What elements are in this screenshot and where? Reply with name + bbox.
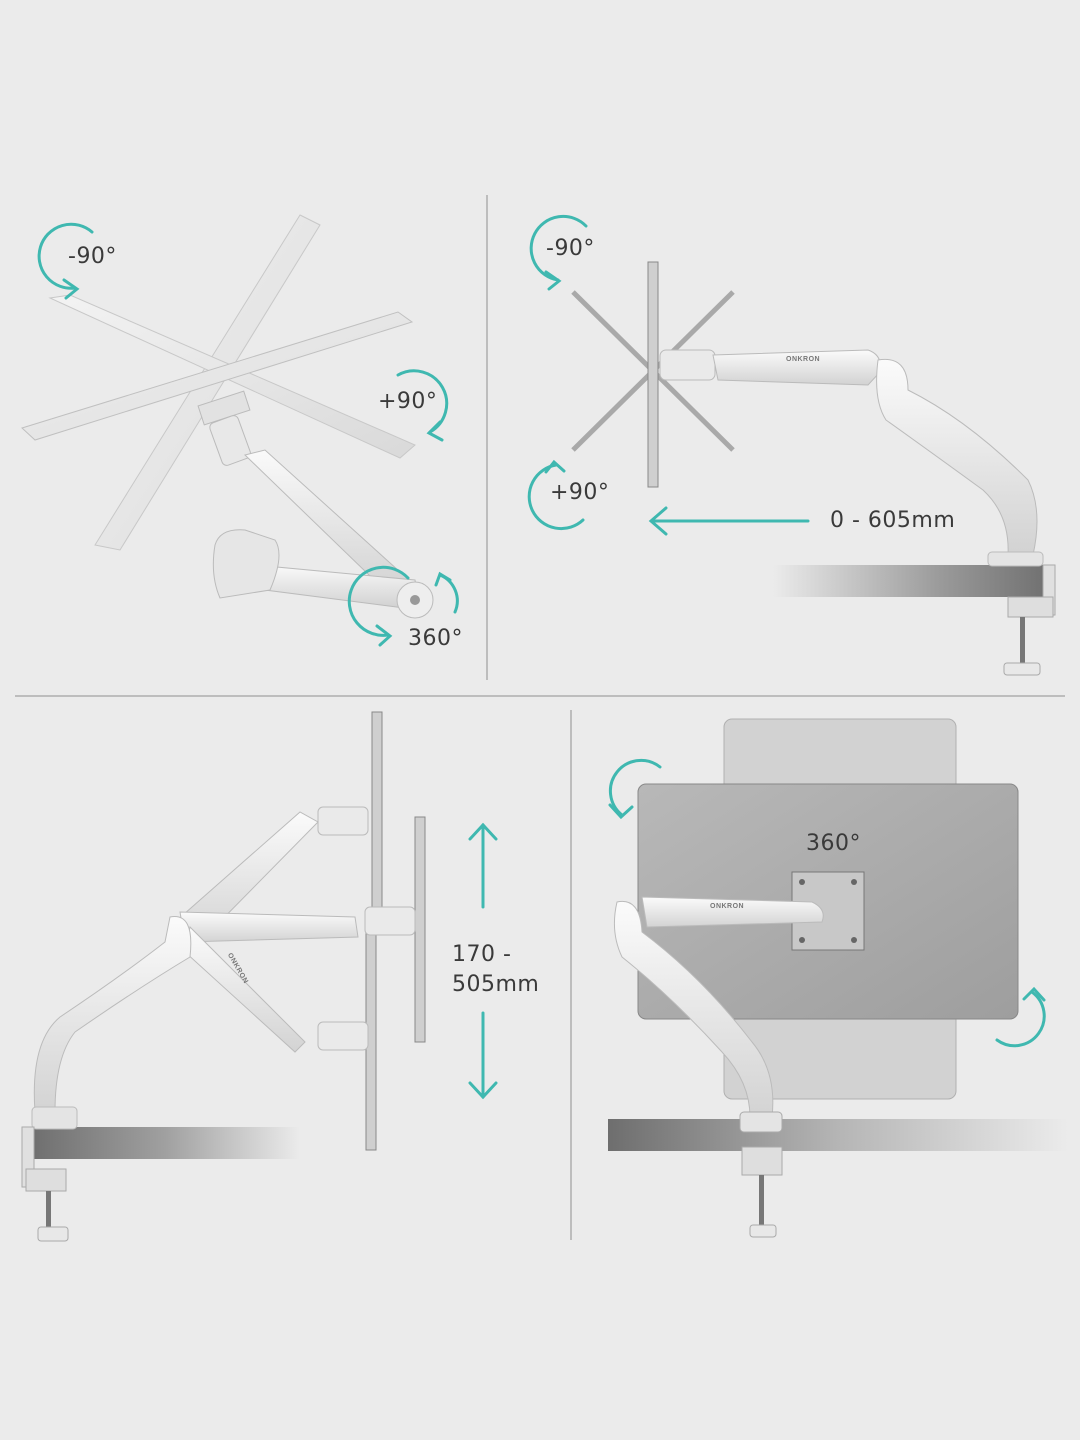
desk <box>30 1127 300 1159</box>
desk <box>773 565 1053 597</box>
extension-minus-label: -90° <box>546 236 595 261</box>
height-label-line2: 505mm <box>452 972 540 997</box>
reach-label: 0 - 605mm <box>830 508 956 533</box>
brand-logo: ONKRON <box>786 356 821 363</box>
panel-extension: ONKRON -90° +90° 0 - 605mm <box>488 0 1080 695</box>
height-illustration <box>21 711 498 1242</box>
arrow-plus90-icon <box>527 463 585 531</box>
divider-horizontal <box>15 695 1065 697</box>
swivel-label: 360° <box>408 626 463 651</box>
rotate-arrow-top-icon <box>608 758 662 817</box>
brand-logo: ONKRON <box>710 903 745 910</box>
arrow-minus90-icon <box>529 214 588 282</box>
divider-vertical-top <box>486 195 488 680</box>
rotation-illustration <box>608 718 1068 1238</box>
arrow-swivel-left-icon <box>347 565 410 637</box>
height-label-line1: 170 - <box>452 942 512 967</box>
desk <box>608 1119 1068 1151</box>
extension-illustration <box>527 214 1056 676</box>
monitor-horizontal <box>21 311 414 441</box>
panel-height: ONKRON 170 - 505mm <box>0 697 570 1440</box>
panel-tilt: -90° +90° 360° <box>0 0 486 695</box>
divider-vertical-bottom <box>570 710 572 1240</box>
panel-rotation: ONKRON 360° <box>572 697 1080 1440</box>
tilt-illustration <box>21 214 459 647</box>
rotation-label: 360° <box>806 831 861 856</box>
arrow-minus90-icon <box>37 222 94 290</box>
monitor-side <box>647 261 659 488</box>
tilt-plus-label: +90° <box>378 389 438 414</box>
extension-plus-label: +90° <box>550 480 610 505</box>
rotate-arrow-bottom-icon <box>995 990 1046 1048</box>
tilt-minus-label: -90° <box>68 244 117 269</box>
